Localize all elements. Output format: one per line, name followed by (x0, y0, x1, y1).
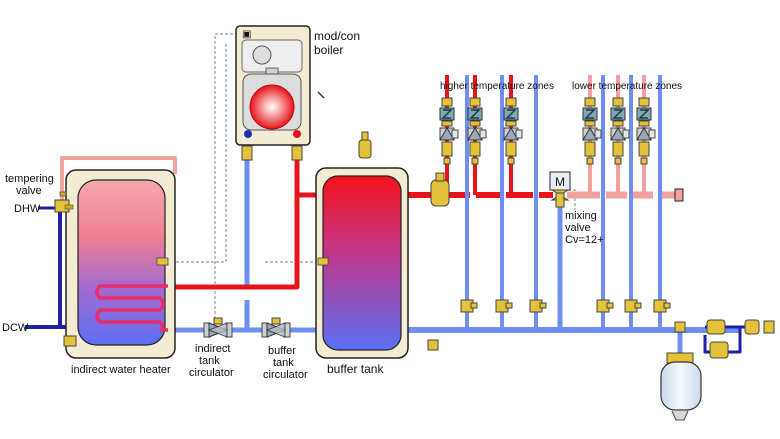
indirect-heater-label: indirect water heater (71, 364, 171, 376)
heat-exchanger-coil (95, 284, 168, 332)
ball-valve-icon (638, 141, 650, 165)
mixing-valve-label-line1: mixing (565, 210, 597, 222)
indirect-water-heater (65, 169, 176, 359)
zone-circulator-stack (636, 97, 656, 165)
zone-valve-icon (439, 107, 455, 127)
zone-valve-icon (610, 107, 626, 127)
buffer-tank-label: buffer tank (327, 362, 384, 376)
mixing-valve-label-line3: Cv=12+ (565, 234, 604, 246)
circulator-icon (439, 127, 459, 141)
zone-circulator-stacks (439, 97, 656, 165)
boiler-label-line2: boiler (314, 43, 343, 57)
zone-valve-icon (636, 107, 652, 127)
zone-circulator-stack (610, 97, 630, 165)
ball-valve-icon (441, 141, 453, 165)
circulator-icon (582, 127, 602, 141)
mixing-valve-label-line2: valve (565, 222, 591, 234)
circulator-icon (503, 127, 523, 141)
dhw-label: DHW (14, 203, 41, 215)
motor-label: M (555, 175, 565, 189)
ball-valve-icon (469, 141, 481, 165)
circulator-icon (261, 317, 291, 338)
zone-circulator-stack (503, 97, 523, 165)
labels: mod/con boiler tempering valve DHW DCW h… (2, 29, 682, 381)
circulator-icon (467, 127, 487, 141)
ball-valve-icon (653, 299, 671, 313)
lower-zones-label: lower temperature zones (572, 81, 682, 92)
ball-valve-icon (63, 145, 686, 351)
svg-text:▣: ▣ (242, 29, 251, 40)
ball-valve-icon (624, 299, 642, 313)
indirect-circ-label-line1: indirect (195, 343, 230, 355)
boiler-label-line1: mod/con (314, 29, 360, 43)
ball-valve-icon (596, 299, 614, 313)
air-vent-icon (358, 131, 372, 159)
buffer-circ-label-line3: circulator (263, 369, 308, 381)
tempering-valve-icon (54, 191, 74, 213)
expansion-tank-icon (660, 352, 702, 421)
zone-circulator-stack (439, 97, 459, 165)
dcw-label: DCW (2, 322, 29, 334)
zone-circulator-stack (582, 97, 602, 165)
ball-valve-icon (460, 299, 478, 313)
buffer-circ-label-line1: buffer (268, 345, 296, 357)
fill-valve-icon (706, 319, 775, 359)
ball-valve-icon (495, 299, 513, 313)
indirect-circ-label-line3: circulator (189, 367, 234, 379)
zone-valve-icon (467, 107, 483, 127)
ball-valve-icon (612, 141, 624, 165)
ball-valve-icon (505, 141, 517, 165)
higher-zones-label: higher temperature zones (440, 81, 554, 92)
indirect-circ-label-line2: tank (199, 355, 220, 367)
circulator-icon (203, 317, 233, 338)
ball-valve-icon (529, 299, 547, 313)
tempering-valve-label-line2: valve (16, 185, 42, 197)
buffer-circ-label-line2: tank (273, 357, 294, 369)
mixing-valve-icon: M (549, 171, 571, 208)
air-separator-icon (430, 172, 450, 207)
circulator-icon (636, 127, 656, 141)
tempering-valve-label-line1: tempering (5, 173, 54, 185)
zone-valve-icon (503, 107, 519, 127)
header-end-cap (674, 188, 684, 202)
circulator-icon (610, 127, 630, 141)
mod-con-boiler: ▣ (235, 25, 325, 146)
ball-valve-icon (584, 141, 596, 165)
buffer-tank (315, 167, 409, 359)
zone-circulator-stack (467, 97, 487, 165)
zone-valve-icon (582, 107, 598, 127)
purge-valves (460, 299, 671, 313)
